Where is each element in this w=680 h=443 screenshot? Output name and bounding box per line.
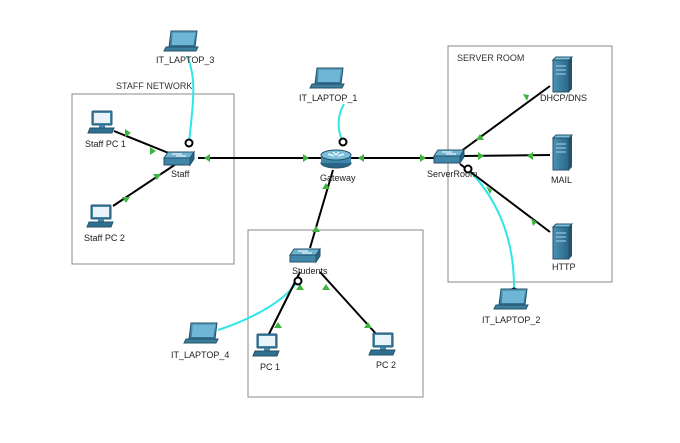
switch-icon [433,149,465,164]
link-gateway-students [309,169,334,249]
link-up-indicator [486,186,492,194]
link-up-indicator [364,322,372,328]
link-up-indicator [296,284,304,290]
link-up-indicator [322,183,330,189]
device-mail-server[interactable]: MAIL [551,134,573,185]
staff-network-label: STAFF NETWORK [116,81,192,91]
console-link-it-laptop-4 [217,281,298,331]
desktop-pc-icon [87,110,115,134]
device-label: Students [292,266,328,276]
device-label: ServerRoom [427,169,478,179]
link-up-indicator [122,197,130,203]
link-serverroom-mail [461,154,551,157]
device-staff-switch[interactable]: Staff [163,151,195,179]
device-staff-pc-2[interactable]: Staff PC 2 [84,204,125,243]
link-up-indicator [358,154,364,162]
staff-network-area [71,93,235,265]
server-icon [552,134,573,171]
device-label: PC 1 [260,362,280,372]
device-gateway[interactable]: Gateway [320,149,356,183]
device-label: IT_LAPTOP_3 [156,55,214,65]
switch-icon [163,151,195,166]
desktop-pc-icon [86,204,114,228]
device-label: MAIL [551,175,572,185]
link-staffpc2-staff [112,163,177,207]
link-up-indicator [125,129,131,137]
server-room-area [447,45,613,283]
link-up-indicator [420,154,426,162]
laptop-icon [309,67,345,89]
device-http-server[interactable]: HTTP [552,223,576,272]
device-label: IT_LAPTOP_1 [299,93,357,103]
device-dhcp-dns-server[interactable]: DHCP/DNS [540,56,587,103]
device-label: DHCP/DNS [540,93,587,103]
device-pc-1[interactable]: PC 1 [252,333,280,372]
console-link-it-laptop-1 [337,103,345,143]
server-icon [552,56,573,93]
link-staffpc1-staff [113,130,177,157]
link-up-indicator [527,152,533,160]
laptop-icon [163,30,199,52]
device-label: Staff PC 2 [84,233,125,243]
device-label: Gateway [320,173,356,183]
laptop-icon [493,288,529,310]
server-icon [552,223,573,260]
device-label: PC 2 [376,360,396,370]
laptop-icon [183,322,219,344]
device-serverroom-switch[interactable]: ServerRoom [427,149,478,179]
server-room-label: SERVER ROOM [457,53,524,63]
device-label: IT_LAPTOP_4 [171,350,229,360]
link-up-indicator [303,154,309,162]
device-pc-2[interactable]: PC 2 [368,332,396,370]
device-staff-pc-1[interactable]: Staff PC 1 [85,110,126,149]
link-serverroom-dhcp [459,85,551,153]
console-link-it-laptop-2 [468,169,516,293]
console-port-dot [338,137,348,147]
link-up-indicator [531,218,537,226]
console-port-dot [184,138,194,148]
link-up-indicator [523,94,529,101]
link-up-indicator [150,147,156,155]
console-link-it-laptop-3 [186,55,195,144]
device-it-laptop-3[interactable]: IT_LAPTOP_3 [156,30,214,65]
link-up-indicator [204,154,210,162]
device-label: HTTP [552,262,576,272]
desktop-pc-icon [368,332,396,356]
device-students-switch[interactable]: Students [289,248,328,276]
router-icon [320,149,352,169]
link-up-indicator [312,226,320,232]
students-area [247,229,424,398]
link-up-indicator [153,174,161,180]
link-up-indicator [274,322,282,328]
device-it-laptop-2[interactable]: IT_LAPTOP_2 [482,288,540,325]
link-status-indicators [122,94,537,328]
switch-icon [289,248,321,263]
device-it-laptop-1[interactable]: IT_LAPTOP_1 [299,67,357,103]
console-port-dot [463,164,473,174]
console-port-dot [293,276,303,286]
link-up-indicator [322,284,330,290]
device-label: Staff PC 1 [85,139,126,149]
desktop-pc-icon [252,333,280,357]
device-label: IT_LAPTOP_2 [482,315,540,325]
device-label: Staff [171,169,190,179]
device-it-laptop-4[interactable]: IT_LAPTOP_4 [171,322,229,360]
link-up-indicator [476,134,484,140]
link-up-indicator [478,152,484,160]
